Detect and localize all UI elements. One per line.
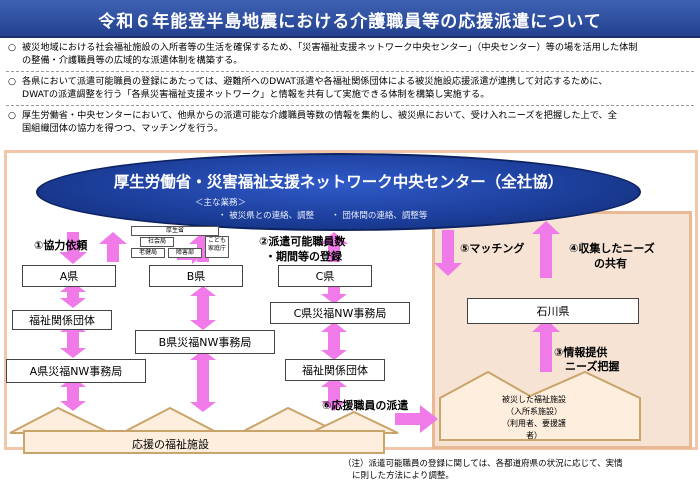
affected-line-2: （入所系施設） bbox=[506, 407, 562, 416]
title-bar bbox=[0, 0, 700, 38]
arrow-c-shaft-2 bbox=[328, 330, 340, 352]
arrow-b-2b bbox=[190, 402, 216, 412]
support-facility-label: 応援の福祉施設 bbox=[132, 438, 209, 451]
step5-label: ⑤マッチング bbox=[460, 242, 525, 255]
c-prefecture-box: C県 bbox=[278, 265, 372, 287]
arrow-b-shaft-1 bbox=[197, 294, 209, 322]
arrow-b-shaft-2 bbox=[197, 358, 209, 404]
arrow-step5 bbox=[434, 230, 462, 276]
bullet-line: 被災地域における社会福祉施設の入所者等の生活を確保するため、「災害福祉支援ネット… bbox=[22, 42, 638, 53]
arrow-c-shaft-1 bbox=[328, 284, 340, 296]
a-prefecture-box: A県 bbox=[22, 265, 116, 287]
arrow-b-2a bbox=[190, 350, 216, 360]
arrow-step1 bbox=[59, 232, 87, 264]
bullet-mark: ○ bbox=[8, 110, 17, 121]
arrow-c-shaft-3 bbox=[328, 385, 340, 403]
intro-bullet-1: ○ 被災地域における社会福祉施設の入所者等の生活を確保するため、「災害福祉支援ネ… bbox=[8, 41, 692, 67]
b-prefecture-box: B県 bbox=[149, 265, 243, 287]
step3-label-line2: ニーズ把握 bbox=[565, 360, 620, 373]
arrow-a-up bbox=[99, 232, 127, 262]
bullet-line: 国組織団体の協力を得つつ、マッチングを行う。 bbox=[22, 123, 224, 134]
ministry-side: こども家庭庁 bbox=[205, 236, 229, 258]
arrow-a-3b bbox=[60, 401, 86, 411]
step2-label-line1: ②派遣可能職員数 bbox=[259, 235, 346, 248]
central-center-title: 厚生労働省・災害福祉支援ネットワーク中央センター（全社協） bbox=[113, 173, 564, 191]
bullet-line: 厚生労働省・中央センターにおいて、他県からの派遣可能な介護職員等数の情報を集約し… bbox=[22, 110, 617, 121]
ministry-bottom-left: 老健局 bbox=[131, 248, 165, 258]
arrow-a-1 bbox=[60, 292, 86, 308]
step3-label-line1: ③情報提供 bbox=[554, 346, 608, 359]
ministry-mid: 社会局 bbox=[140, 237, 174, 247]
arrow-step4 bbox=[532, 221, 560, 278]
page-title: 令和６年能登半島地震における介護職員等の応援派遣について bbox=[98, 12, 602, 32]
step4-label-line1: ④収集したニーズ bbox=[569, 242, 655, 255]
footnote: （注）派遣可能職員の登録に関しては、各都道府県の状況に応じて、実情 に則した方法… bbox=[343, 458, 623, 482]
bullet-line: DWATの派遣調整を行う「各県災害福祉支援ネットワーク」と情報を共有して実施でき… bbox=[22, 89, 490, 100]
affected-facility-label: 被災した福祉施設 （入所系施設） （利用者、要援護者） bbox=[498, 394, 570, 442]
ministry-top: 厚生省 bbox=[131, 226, 219, 236]
footnote-line-1: （注）派遣可能職員の登録に関しては、各都道府県の状況に応じて、実情 bbox=[343, 459, 623, 469]
intro-bullet-3: ○ 厚生労働省・中央センターにおいて、他県からの派遣可能な介護職員等数の情報を集… bbox=[8, 109, 692, 135]
divider bbox=[6, 71, 694, 72]
bullet-mark: ○ bbox=[8, 42, 17, 53]
central-center-ellipse bbox=[36, 153, 641, 231]
arrow-a-2b bbox=[60, 348, 86, 358]
step2-label-line2: ・期間等の登録 bbox=[265, 250, 342, 263]
ishikawa-box: 石川県 bbox=[467, 298, 639, 324]
divider bbox=[6, 105, 694, 106]
arrow-c-1b bbox=[321, 294, 347, 304]
affected-facility-house bbox=[439, 370, 641, 441]
arrow-a-shaft-1 bbox=[67, 330, 79, 350]
support-facility-houses bbox=[9, 406, 399, 454]
arrow-c-3a bbox=[321, 377, 347, 387]
welfare-org-c-box: 福祉関係団体 bbox=[285, 359, 385, 381]
b-nw-office-box: B県災福NW事務局 bbox=[135, 330, 275, 354]
c-nw-office-box: C県災福NW事務局 bbox=[270, 302, 410, 324]
affected-line-1: 被災した福祉施設 bbox=[502, 395, 566, 404]
bullet-mark: ○ bbox=[8, 76, 17, 87]
arrow-step3 bbox=[532, 319, 560, 372]
intro-bullet-2: ○ 各県において派遣可能職員の登録にあたっては、避難所へのDWAT派遣や各福祉関… bbox=[8, 75, 692, 101]
arrow-a-1b bbox=[60, 282, 86, 292]
step6-label: ⑥応援職員の派遣 bbox=[322, 399, 409, 412]
a-nw-office-box: A県災福NW事務局 bbox=[6, 359, 146, 383]
welfare-org-a-box: 福祉関係団体 bbox=[12, 310, 112, 330]
bullet-line: 各県において派遣可能職員の登録にあたっては、避難所へのDWAT派遣や各福祉関係団… bbox=[22, 76, 608, 87]
footnote-line-2: に則した方法により調整。 bbox=[352, 471, 454, 481]
arrow-c-2b bbox=[321, 350, 347, 360]
bullet-line: の整備・介護職員等の広域的な派遣体制を構築する。 bbox=[22, 55, 243, 66]
arrow-step2 bbox=[320, 232, 348, 262]
ministry-bottom-right: 障害部 bbox=[168, 248, 202, 258]
step1-label: ①協力依頼 bbox=[34, 239, 88, 252]
arrow-c-3b bbox=[321, 401, 347, 411]
arrow-c-2a bbox=[321, 322, 347, 332]
duties-heading: ＜主な業務＞ bbox=[195, 198, 247, 208]
affected-line-3: （利用者、要援護者） bbox=[502, 419, 566, 440]
step4-label-line2: の共有 bbox=[594, 257, 627, 270]
arrow-b-1b bbox=[190, 320, 216, 330]
arrow-b-1a bbox=[190, 286, 216, 296]
arrow-a-shaft-2 bbox=[67, 385, 79, 403]
duties-list: ・ 被災県との連絡、調整 ・ 団体間の連絡、調整等 bbox=[218, 211, 428, 221]
arrow-step6 bbox=[395, 405, 438, 433]
